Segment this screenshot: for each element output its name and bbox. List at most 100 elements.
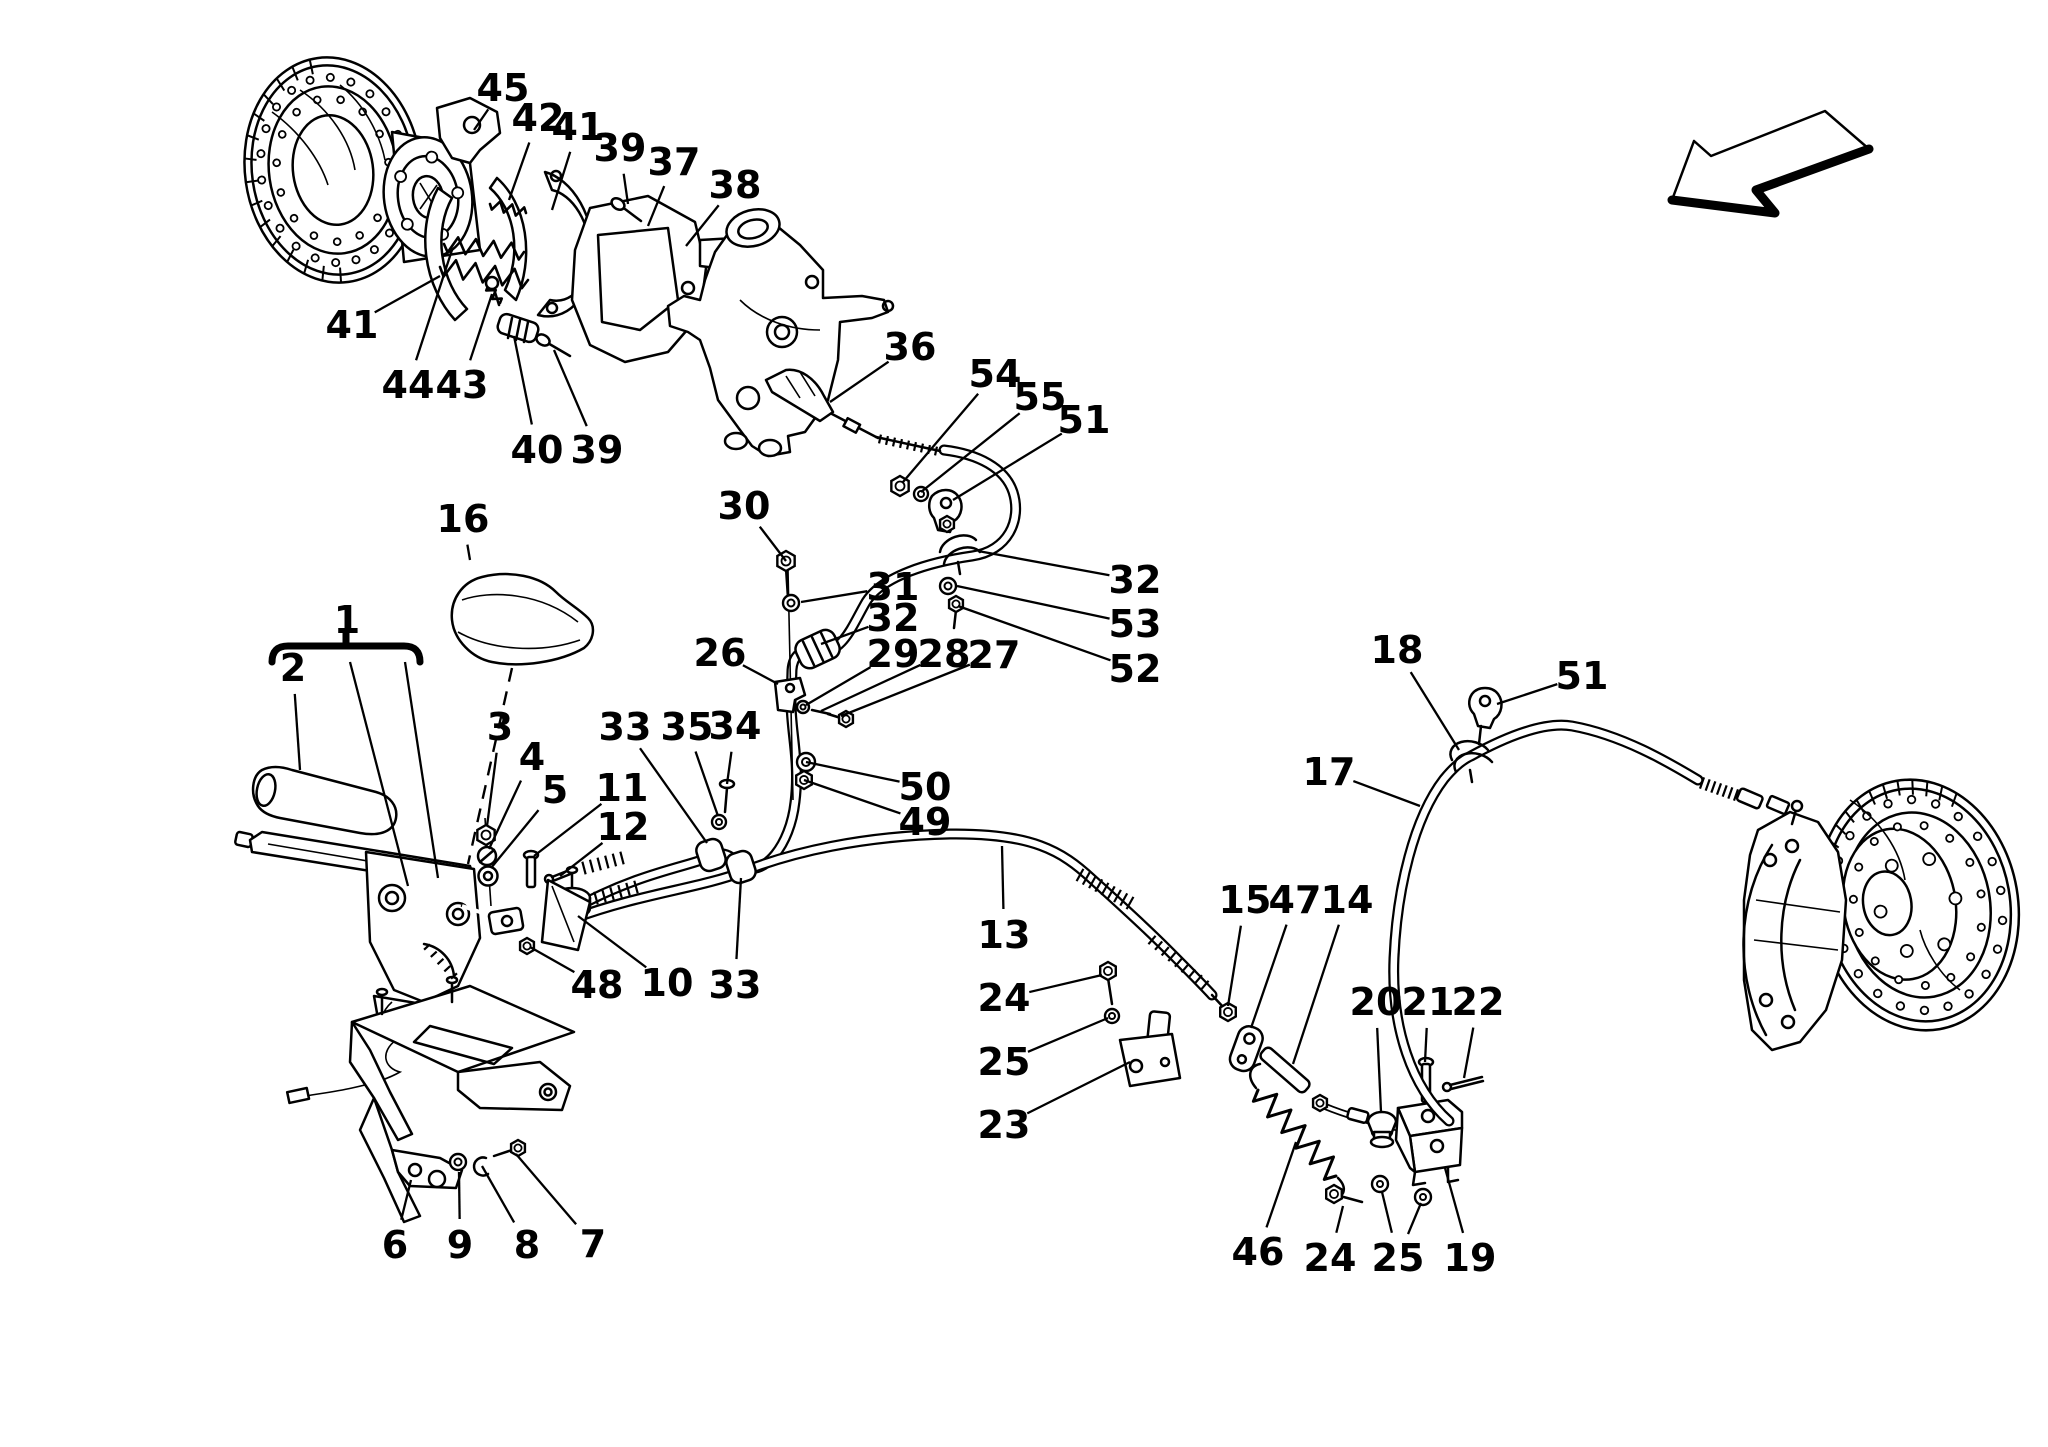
part-label-32: 32	[1109, 558, 1162, 602]
part-label-9: 9	[447, 1223, 473, 1267]
leader-line	[1027, 1016, 1109, 1053]
part-label-39: 39	[594, 126, 647, 170]
part-label-21: 21	[1402, 980, 1455, 1024]
wheel-knuckle	[666, 208, 895, 458]
bolt-39-top	[610, 197, 643, 223]
part-label-14: 14	[1321, 878, 1374, 922]
leader-line	[685, 204, 720, 247]
part-label-28: 28	[918, 632, 971, 676]
leader-line	[1335, 1205, 1345, 1234]
part-label-26: 26	[694, 631, 747, 675]
part-label-19: 19	[1444, 1236, 1497, 1280]
part-label-46: 46	[1232, 1230, 1285, 1274]
callout-leader-lines	[268, 108, 1558, 1235]
leader-line	[293, 693, 302, 771]
bolt-24-right	[1338, 1194, 1364, 1204]
part-label-29: 29	[867, 632, 920, 676]
leader-line	[512, 335, 533, 425]
left-brake-disc	[243, 56, 477, 284]
part-label-18: 18	[1371, 628, 1424, 672]
leader-line	[1000, 845, 1005, 910]
leader-line	[1291, 924, 1340, 1065]
leader-line	[694, 751, 720, 817]
mount-bracket-23	[1118, 1010, 1182, 1088]
leader-line	[957, 604, 1111, 662]
part-label-25: 25	[978, 1040, 1031, 1084]
part-label-41: 41	[552, 105, 605, 149]
bracket-19	[1394, 1098, 1464, 1187]
part-label-39: 39	[571, 428, 624, 472]
part-label-24: 24	[978, 976, 1031, 1020]
bolt-24-middle	[1106, 976, 1114, 1006]
shoe-return-springs	[438, 200, 530, 305]
turnbuckle-14	[1259, 1046, 1311, 1094]
leader-line	[507, 142, 531, 201]
leader-line	[481, 1165, 516, 1223]
pin-43	[484, 275, 501, 307]
part-label-33: 33	[709, 963, 762, 1007]
leader-line	[920, 412, 1021, 493]
part-label-23: 23	[978, 1103, 1031, 1147]
part-label-17: 17	[1303, 750, 1356, 794]
leader-line	[515, 1153, 577, 1225]
leader-line	[473, 108, 490, 131]
part-label-40: 40	[511, 428, 564, 472]
leader-line	[829, 360, 890, 403]
leader-line	[952, 432, 1063, 501]
leader-line	[758, 525, 787, 562]
cotter-pin-22	[1441, 1075, 1485, 1093]
parking-brake-shoes	[424, 96, 540, 344]
clamp-26	[773, 676, 807, 714]
leader-line	[1443, 1167, 1465, 1234]
cable-end-fitting	[1735, 787, 1764, 810]
part-label-1: 1	[334, 598, 360, 642]
leader-line	[820, 663, 921, 713]
leader-line	[457, 1171, 461, 1220]
leader-line	[902, 393, 980, 483]
leader-line	[400, 1179, 413, 1221]
cable-anchor-bracket-group	[1338, 1056, 1485, 1204]
part-label-55: 55	[1014, 375, 1067, 419]
part-label-32: 32	[867, 596, 920, 640]
part-label-52: 52	[1109, 647, 1162, 691]
part-label-33: 33	[599, 705, 652, 749]
leader-line	[956, 584, 1110, 620]
stud-stack-30-31-32	[773, 566, 841, 801]
leader-line	[552, 349, 588, 427]
part-label-34: 34	[709, 704, 762, 748]
leader-line	[1026, 1060, 1131, 1115]
part-label-50: 50	[899, 765, 952, 809]
cable-17-loop	[1388, 686, 1791, 1127]
lever-grip-2	[251, 765, 398, 836]
leader-line	[622, 173, 630, 205]
washers	[448, 485, 1433, 1207]
part-label-16: 16	[437, 497, 490, 541]
cable-clamp-collar-a	[695, 837, 727, 873]
leader-line	[469, 293, 494, 361]
part-label-30: 30	[718, 484, 771, 528]
part-label-22: 22	[1452, 980, 1505, 1024]
part-label-38: 38	[709, 163, 762, 207]
clip-8	[472, 1156, 490, 1177]
part-label-42: 42	[512, 96, 565, 140]
leader-line	[348, 661, 410, 887]
part-label-51: 51	[1058, 398, 1111, 442]
part-label-6: 6	[382, 1223, 408, 1267]
part-label-12: 12	[597, 805, 650, 849]
part-label-54: 54	[969, 352, 1022, 396]
bolt-39-bottom	[535, 333, 572, 358]
bracket-51-right	[1468, 686, 1503, 746]
leader-line	[646, 185, 666, 227]
leader-line	[466, 544, 472, 561]
part-label-37: 37	[648, 140, 701, 184]
part-label-8: 8	[514, 1223, 540, 1267]
link-plate-47	[1228, 1025, 1264, 1073]
leader-line	[1496, 683, 1558, 706]
part-label-49: 49	[899, 800, 952, 844]
clevis-pin-11	[522, 849, 540, 889]
part-label-48: 48	[571, 963, 624, 1007]
leader-line	[1265, 1141, 1298, 1228]
leader-line	[487, 780, 523, 850]
part-label-10: 10	[641, 961, 694, 1005]
